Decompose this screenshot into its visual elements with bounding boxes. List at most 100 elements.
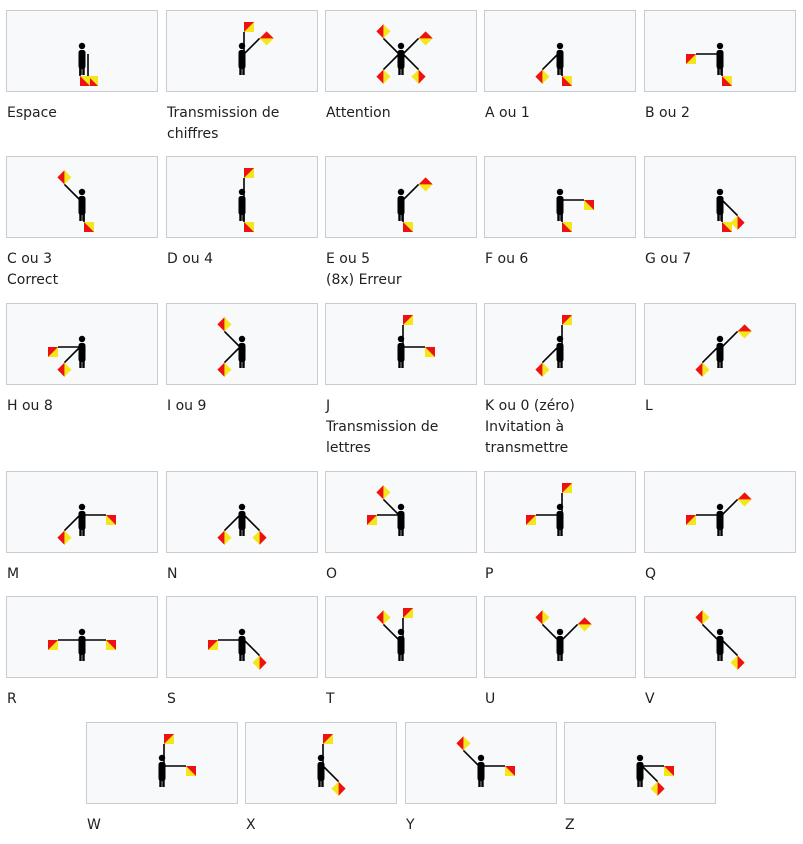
semaphore-flag-icon	[483, 765, 515, 776]
semaphore-figure-icon	[716, 503, 724, 536]
semaphore-flag-icon	[686, 514, 718, 525]
signal-image	[484, 156, 636, 238]
semaphore-flag-icon	[243, 22, 254, 54]
semaphore-diagram	[397, 315, 435, 368]
semaphore-flag-icon	[686, 53, 718, 64]
signal-image	[564, 722, 716, 804]
signal-caption: A ou 1	[484, 103, 636, 124]
signal-image	[644, 156, 796, 238]
signal-image	[86, 722, 238, 804]
signal-caption: L	[644, 396, 796, 417]
signal-caption: Q	[644, 564, 796, 585]
caption-line: Correct	[7, 272, 59, 288]
semaphore-flag-icon	[217, 317, 241, 348]
semaphore-diagram	[317, 734, 346, 796]
semaphore-flag-icon	[642, 765, 674, 776]
semaphore-flag-icon	[376, 610, 400, 641]
signal-caption: D ou 4	[166, 249, 318, 270]
semaphore-diagram	[556, 188, 594, 232]
signal-caption: B ou 2	[644, 103, 796, 124]
semaphore-flag-icon	[561, 54, 572, 86]
signal-caption: U	[484, 689, 636, 710]
signal-caption: Y	[405, 815, 557, 836]
semaphore-flag-icon	[562, 199, 594, 210]
semaphore-diagram	[48, 628, 116, 661]
semaphore-diagram	[397, 177, 433, 232]
caption-line: Z	[565, 817, 575, 833]
semaphore-flag-icon	[561, 315, 572, 347]
caption-line: Y	[406, 817, 415, 833]
semaphore-figure-icon	[238, 503, 246, 536]
semaphore-flag-icon	[79, 54, 90, 86]
semaphore-flag-icon	[243, 639, 267, 670]
signal-caption: R	[6, 689, 158, 710]
semaphore-flag-icon	[695, 610, 719, 641]
semaphore-figure-icon	[477, 754, 485, 787]
semaphore-diagram	[238, 168, 254, 232]
signal-t: T	[325, 596, 477, 710]
semaphore-diagram	[535, 610, 592, 661]
semaphore-diagram	[367, 485, 405, 536]
caption-line: D ou 4	[167, 251, 214, 267]
signal-v: V	[644, 596, 796, 710]
signal-n: N	[166, 471, 318, 585]
signal-image	[166, 471, 318, 553]
semaphore-flag-icon	[695, 346, 719, 377]
semaphore-flag-icon	[163, 734, 174, 766]
signal-image	[6, 156, 158, 238]
caption-line: M	[7, 566, 20, 582]
semaphore-flag-icon	[721, 492, 752, 516]
semaphore-figure-icon	[397, 42, 405, 75]
signal-image	[6, 10, 158, 92]
semaphore-diagram	[217, 317, 246, 377]
semaphore-flag-icon	[561, 483, 572, 515]
semaphore-flag-icon	[87, 54, 98, 86]
semaphore-diagram	[695, 324, 752, 377]
semaphore-figure-icon	[238, 628, 246, 661]
semaphore-diagram	[695, 610, 745, 670]
signal-image	[245, 722, 397, 804]
signal-image	[325, 471, 477, 553]
semaphore-flag-icon	[367, 514, 399, 525]
semaphore-diagram	[686, 42, 732, 86]
signal-image	[484, 471, 636, 553]
semaphore-flag-icon	[217, 514, 241, 545]
semaphore-flag-icon	[83, 200, 94, 232]
semaphore-flag-icon	[721, 199, 745, 230]
signal-caption: F ou 6	[484, 249, 636, 270]
caption-line: Q	[645, 566, 657, 582]
semaphore-figure-icon	[716, 335, 724, 368]
signal-caption: T	[325, 689, 477, 710]
caption-line: Espace	[7, 105, 57, 121]
signal-s: S	[166, 596, 318, 710]
signal-image	[166, 596, 318, 678]
semaphore-flag-icon	[535, 610, 559, 641]
signal-image	[644, 471, 796, 553]
signal-d-ou-4: D ou 4	[166, 156, 318, 270]
signal-a-ou-1: A ou 1	[484, 10, 636, 124]
signal-l: L	[644, 303, 796, 417]
signal-i-ou-9: I ou 9	[166, 303, 318, 417]
semaphore-figure-icon	[556, 628, 564, 661]
signal-image	[325, 303, 477, 385]
signal-image	[484, 303, 636, 385]
semaphore-flag-icon	[721, 200, 732, 232]
semaphore-flag-icon	[164, 765, 196, 776]
semaphore-diagram	[526, 483, 572, 536]
semaphore-figure-icon	[78, 628, 86, 661]
signal-espace: Espace	[6, 10, 158, 124]
caption-line: S	[167, 691, 176, 707]
semaphore-flag-icon	[243, 31, 274, 55]
semaphore-flag-icon	[84, 639, 116, 650]
semaphore-figure-icon	[397, 503, 405, 536]
semaphore-diagram	[456, 736, 515, 787]
caption-line: Transmission de	[167, 105, 280, 121]
semaphore-flag-icon	[322, 765, 346, 796]
semaphore-flag-icon	[243, 514, 267, 545]
